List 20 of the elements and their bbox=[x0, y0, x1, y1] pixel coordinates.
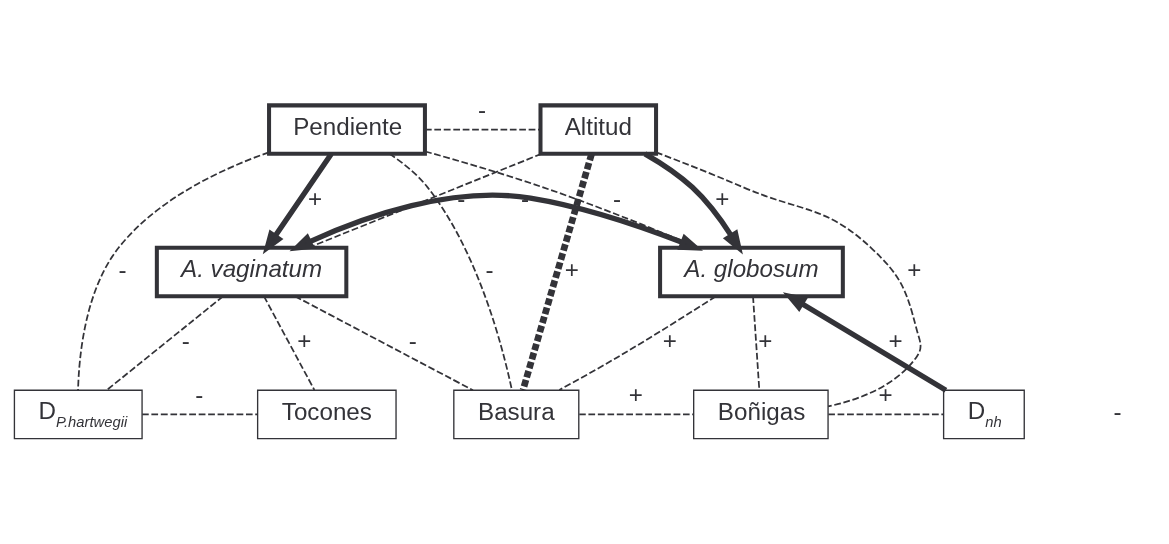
edge-label: + bbox=[888, 327, 903, 355]
edge-label: + bbox=[662, 327, 677, 355]
edge-label: + bbox=[907, 255, 922, 283]
edge-label: - bbox=[457, 184, 466, 212]
edge-label: + bbox=[297, 327, 312, 355]
edge-label: - bbox=[181, 327, 190, 355]
edge-label: + bbox=[758, 327, 773, 355]
edge-label: + bbox=[715, 184, 730, 212]
edge-label: + bbox=[878, 380, 893, 408]
edge-label: + bbox=[308, 184, 323, 212]
edge-label: - bbox=[118, 255, 127, 283]
edge-label: - bbox=[195, 380, 204, 408]
edge-label: - bbox=[521, 184, 530, 212]
edge-label: - bbox=[485, 255, 494, 283]
edge-label: + bbox=[628, 380, 643, 408]
edge-label: - bbox=[613, 184, 622, 212]
edge-label: - bbox=[478, 96, 487, 124]
edge-label: - bbox=[408, 327, 417, 355]
edge-label: + bbox=[564, 255, 579, 283]
label: - bbox=[1113, 398, 1122, 426]
